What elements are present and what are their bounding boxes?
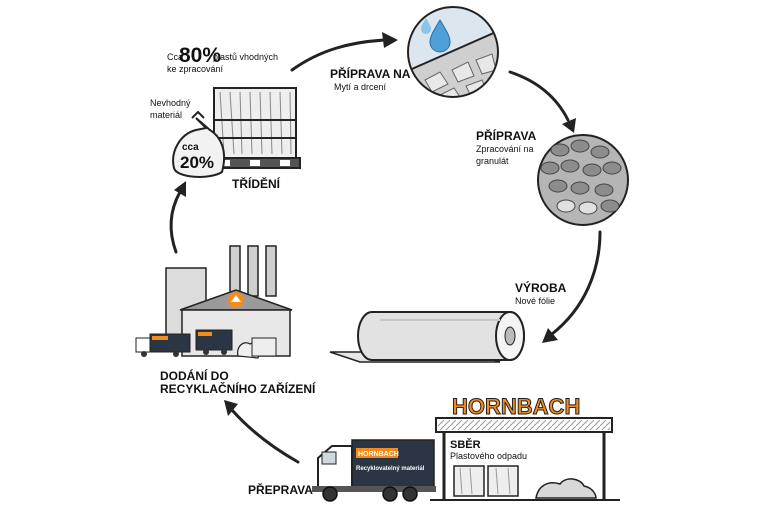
prep-wash-title: PŘÍPRAVA NA — [330, 66, 411, 81]
percent-caption-1: plastů vhodných — [213, 52, 278, 62]
sorting-title: TŘÍDĚNÍ — [232, 176, 281, 191]
store-illustration: HORNBACH — [430, 394, 620, 501]
truck-illustration: HORNBACH Recyklovatelný materiál — [312, 439, 436, 502]
production-title: VÝROBA — [515, 280, 567, 295]
plastic-bale — [213, 87, 297, 159]
recycle-icon — [228, 292, 244, 308]
bag-value: 20% — [180, 153, 214, 172]
percent-value: 80% — [179, 44, 221, 67]
arrow-delivery-to-sorting — [169, 190, 182, 254]
truck-brand-badge — [356, 448, 398, 458]
arrow-wash-to-granulate — [508, 70, 570, 122]
sorting-illustration — [172, 87, 301, 178]
arrow-granulate-to-production — [550, 230, 602, 336]
arrow-head — [382, 32, 398, 48]
prep-granulate-subtitle-1: Zpracování na — [476, 144, 534, 154]
truck-trailer — [351, 439, 435, 489]
prep-granulate-title: PŘÍPRAVA — [476, 128, 537, 143]
arrow-head — [224, 400, 238, 416]
cycle-arrows — [169, 32, 602, 464]
arrow-head — [174, 181, 186, 197]
percent-prefix: Cca — [167, 52, 183, 62]
store-brand: HORNBACH — [452, 394, 580, 419]
collection-subtitle: Plastového odpadu — [450, 451, 527, 461]
delivery-title-2: RECYKLAČNÍHO ZAŘÍZENÍ — [160, 381, 316, 396]
arrow-sorting-to-wash — [290, 38, 387, 72]
waste-bag — [172, 117, 226, 178]
foil-roll-illustration — [329, 311, 525, 363]
unsuitable-line-2: materiál — [150, 110, 182, 120]
arrow-head — [562, 118, 576, 133]
water-drop-icon — [421, 18, 431, 34]
arrow-collection-to-transport — [230, 408, 300, 464]
delivery-title-1: DODÁNÍ DO — [160, 368, 229, 383]
truck-text: Recyklovatelný materiál — [356, 466, 425, 472]
wash-illustration — [407, 6, 499, 98]
prep-granulate-subtitle-2: granulát — [476, 156, 509, 166]
truck-brand: HORNBACH — [358, 451, 399, 458]
bag-prefix: cca — [182, 142, 199, 153]
arrow-head — [542, 328, 558, 343]
percent-caption-2: ke zpracování — [167, 64, 224, 74]
plant-illustration — [135, 245, 293, 359]
prep-wash-subtitle: Mytí a drcení — [334, 82, 387, 92]
unsuitable-line-1: Nevhodný — [150, 98, 191, 108]
water-drop-icon — [429, 19, 451, 53]
collection-title: SBĚR — [450, 438, 481, 451]
production-subtitle: Nové fólie — [515, 296, 555, 306]
granulate-illustration — [537, 134, 629, 226]
transport-title: PŘEPRAVA — [248, 482, 313, 497]
